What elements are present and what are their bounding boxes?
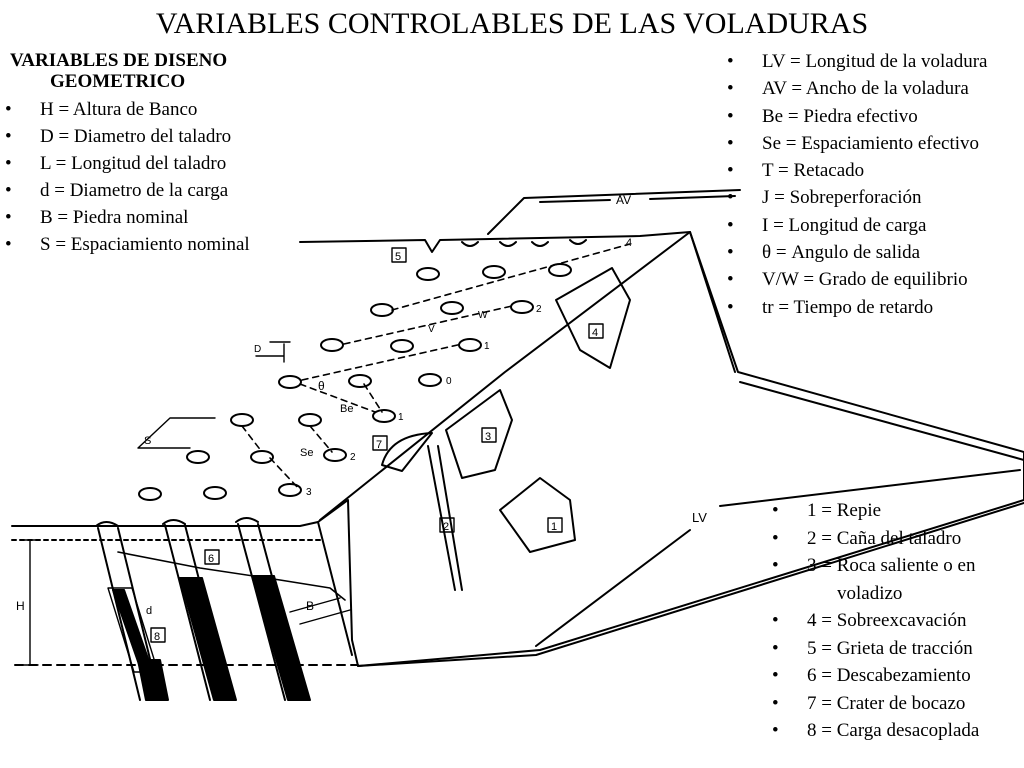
- feature-4-sobreexcavacion: [555, 267, 631, 369]
- feature-number-boxes: [150, 247, 604, 643]
- left-heading: VARIABLES DE DISENO GEOMETRICO: [10, 50, 227, 92]
- decoupled-charge-outline: [107, 587, 159, 673]
- theta-label: θ: [318, 379, 325, 393]
- w-label: W: [478, 310, 488, 321]
- borehole-columns: [95, 517, 311, 701]
- list-item: 3 = Roca saliente o en: [767, 552, 979, 580]
- feature-5-label: 5: [395, 251, 401, 263]
- left-heading-line2: GEOMETRICO: [50, 71, 186, 92]
- list-item: Se = Espaciamiento efectivo: [722, 130, 1024, 158]
- left-heading-line1: VARIABLES DE DISENO: [10, 50, 228, 71]
- s-label: S: [144, 435, 151, 447]
- list-item: 7 = Crater de bocazo: [767, 690, 979, 718]
- list-item: 8 = Carga desacoplada: [767, 717, 979, 745]
- be-label: Be: [340, 403, 353, 415]
- s-dimension: [137, 417, 216, 449]
- row-1-label: 1: [484, 341, 490, 352]
- row-4-label: 4: [626, 237, 632, 249]
- feature-7-label: 7: [376, 439, 382, 451]
- bench-front-left: [317, 521, 353, 656]
- list-item: V/W = Grado de equilibrio: [722, 266, 1024, 294]
- list-item: H = Altura de Banco: [0, 96, 250, 123]
- list-item: tr = Tiempo de retardo: [722, 294, 1024, 321]
- list-item: T = Retacado: [722, 157, 1024, 185]
- feature-7-crater: [381, 432, 433, 472]
- lv-label: LV: [692, 510, 707, 525]
- design-variables-list: H = Altura de Banco D = Diametro del tal…: [0, 96, 250, 258]
- hole-1-label: 1: [398, 412, 404, 423]
- list-item: d = Diametro de la carga: [0, 177, 250, 204]
- row-2-label: 2: [536, 304, 542, 315]
- se-label: Se: [300, 447, 313, 459]
- bench-outline: [11, 231, 1024, 667]
- list-item: LV = Longitud de la voladura: [722, 48, 1024, 76]
- d-upper-label: D: [254, 344, 261, 355]
- h-label: H: [16, 599, 25, 613]
- hole-3-label: 3: [306, 487, 312, 498]
- slide-title: VARIABLES CONTROLABLES DE LAS VOLADURAS: [155, 7, 869, 40]
- list-item: B = Piedra nominal: [0, 204, 250, 231]
- av-dimension-line: [487, 189, 741, 235]
- list-item: S = Espaciamiento nominal: [0, 231, 250, 258]
- blast-hole-grid: [138, 263, 572, 501]
- feature-6-label: 6: [208, 553, 214, 565]
- h-dimension: [21, 539, 39, 666]
- av-label: AV: [616, 193, 631, 207]
- hole-2-label: 2: [350, 452, 356, 463]
- d-lower-label: d: [146, 605, 152, 617]
- crest-holes: [461, 239, 587, 247]
- list-item: Be = Piedra efectivo: [722, 103, 1024, 131]
- d-dimension: [255, 341, 291, 363]
- feature-3-label: 3: [485, 431, 491, 443]
- crack-line: [117, 551, 346, 601]
- list-item: θ = Angulo de salida: [722, 239, 1024, 267]
- bench-crest-edge: [689, 231, 736, 373]
- b-dimension: [289, 597, 351, 625]
- list-item: 6 = Descabezamiento: [767, 662, 979, 690]
- list-item: J = Sobreperforación: [722, 184, 1024, 212]
- v-label: V: [428, 324, 435, 335]
- features-legend: 1 = Repie 2 = Caña del taladro 3 = Roca …: [767, 497, 979, 745]
- list-item: 2 = Caña del taladro: [767, 525, 979, 553]
- feature-1-repie: [499, 477, 576, 553]
- b-label: B: [306, 599, 314, 613]
- feature-4-label: 4: [592, 327, 598, 339]
- list-item: voladizo: [837, 582, 903, 604]
- feature-3-voladizo: [445, 389, 513, 479]
- row-connectors: [241, 243, 631, 491]
- bench-face-edge: [319, 231, 691, 521]
- list-item: D = Diametro del taladro: [0, 123, 250, 150]
- list-item: 4 = Sobreexcavación: [767, 607, 979, 635]
- row-0-label: 0: [446, 376, 452, 387]
- feature-1-label: 1: [551, 521, 557, 533]
- blast-variables-list: LV = Longitud de la voladura AV = Ancho …: [722, 48, 1024, 321]
- list-item: AV = Ancho de la voladura: [722, 75, 1024, 103]
- list-item: 1 = Repie: [767, 497, 979, 525]
- list-item: L = Longitud del taladro: [0, 150, 250, 177]
- list-item: 5 = Grieta de tracción: [767, 635, 979, 663]
- list-item: I = Longitud de carga: [722, 212, 1024, 240]
- feature-8-label: 8: [154, 631, 160, 643]
- feature-2-label: 2: [443, 521, 449, 533]
